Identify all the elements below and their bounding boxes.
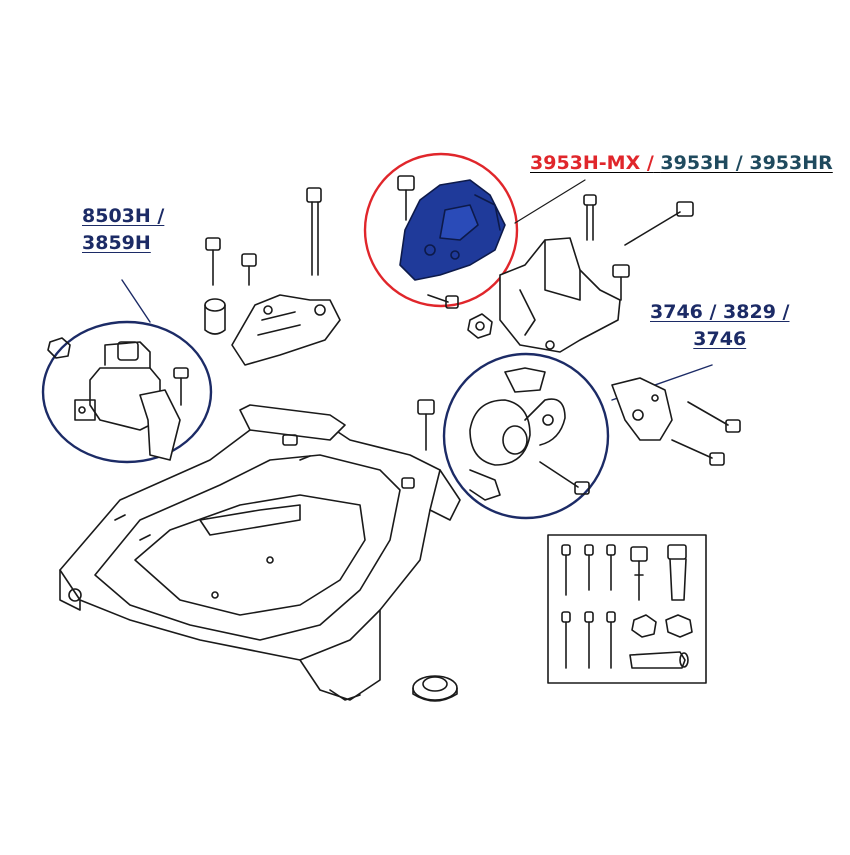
- left-mount-label-line1: 8503H /: [82, 205, 165, 227]
- left-mount-group: [41, 320, 213, 464]
- left-mount-label: 8503H / 3859H: [82, 203, 164, 257]
- right-mount-label-line2: 3746: [693, 328, 747, 350]
- bolt-icon: [173, 367, 189, 406]
- bolt-icon: [624, 201, 694, 246]
- stud-icon: [583, 194, 597, 241]
- bolt-icon: [584, 611, 594, 669]
- engine-bracket: [231, 294, 341, 366]
- bolt-icon: [612, 264, 630, 301]
- bolt-icon: [671, 439, 725, 466]
- right-mount-label: 3746 / 3829 / 3746: [650, 299, 790, 353]
- transmission-bracket: [499, 237, 621, 353]
- nut-icon: [401, 477, 415, 489]
- top-mount-label-teal: 3953H / 3953HR: [660, 152, 833, 174]
- bolt-icon: [606, 611, 616, 669]
- bolt-icon: [630, 546, 648, 601]
- bushing-icon: [629, 651, 689, 669]
- bolt-icon: [241, 253, 257, 286]
- nut-icon: [467, 313, 493, 339]
- bolt-icon: [687, 401, 741, 433]
- highlighted-engine-mount: [399, 179, 506, 281]
- right-mount-group: [442, 352, 610, 520]
- top-mount-group: [363, 152, 519, 309]
- bolt-icon: [205, 237, 221, 286]
- bolt-icon: [397, 175, 415, 221]
- hardware-kit: [547, 534, 707, 684]
- bolt-icon: [561, 611, 571, 669]
- bolt-icon: [584, 544, 594, 591]
- bushing-icon: [204, 298, 226, 335]
- top-mount-label-red: 3953H-MX /: [530, 152, 654, 174]
- nut-icon: [631, 614, 657, 638]
- right-mount-label-line1: 3746 / 3829 /: [650, 301, 790, 323]
- rear-bracket: [611, 377, 673, 441]
- nut-icon: [282, 434, 298, 446]
- left-mount-label-line2: 3859H: [82, 232, 151, 254]
- nut-icon: [665, 614, 693, 638]
- bolt-icon: [561, 544, 571, 596]
- stud-icon: [306, 187, 322, 276]
- bolt-icon: [606, 544, 616, 591]
- bolt-icon: [417, 399, 435, 451]
- nut-icon: [47, 337, 71, 359]
- top-mount-label: 3953H-MX / 3953H / 3953HR: [530, 150, 833, 177]
- subframe: [59, 404, 461, 701]
- bolt-icon: [667, 544, 687, 601]
- washer-icon: [412, 675, 458, 702]
- bolt-icon: [427, 294, 459, 309]
- bolt-icon: [539, 461, 590, 495]
